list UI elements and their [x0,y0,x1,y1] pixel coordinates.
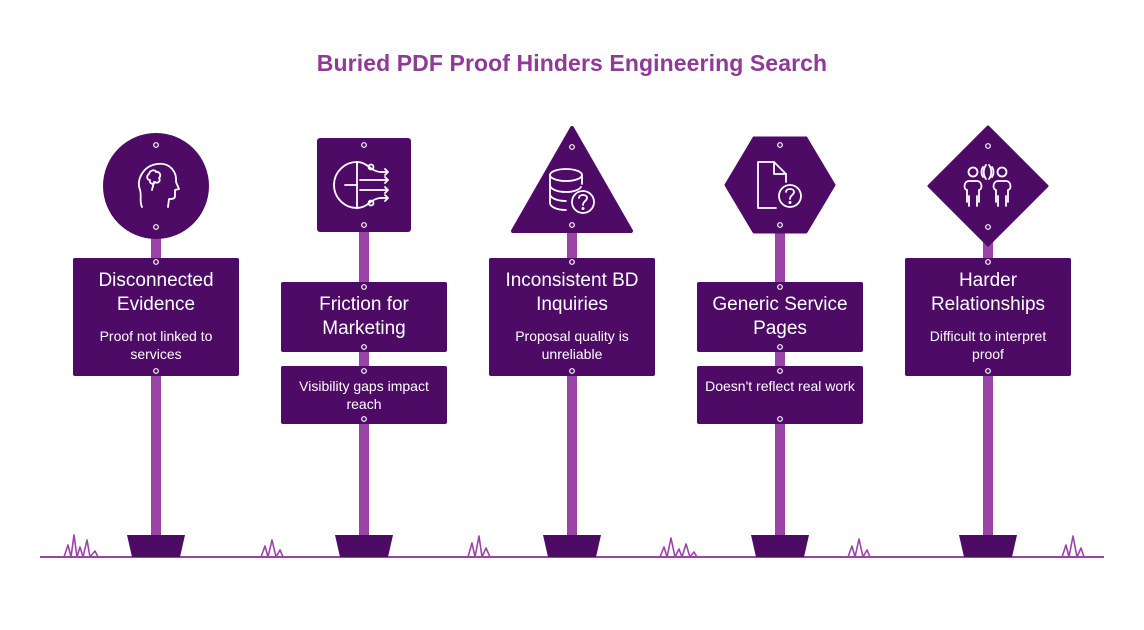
sign-panel-inconsistent-bd-inquiries: Inconsistent BD Inquiries Proposal quali… [489,258,655,376]
two-people-talking-icon [963,164,1012,207]
pole-base [127,535,185,557]
sign-description: Doesn't reflect real work [705,378,855,394]
grass-tuft [847,538,871,558]
grass-tufts [63,534,1085,558]
sign-description: Visibility gaps impact reach [299,378,429,412]
sign-subpanel-generic-service-pages: Doesn't reflect real work [697,366,863,424]
circle-sign [103,133,209,239]
pole [567,228,577,535]
sign-heading: Inconsistent BD Inquiries [505,270,639,315]
sign-heading: Generic Service Pages [712,294,848,339]
hexagon-sign [724,136,836,234]
page-title: Buried PDF Proof Hinders Engineering Sea… [316,50,828,76]
pole-base [543,535,601,557]
pole-base [335,535,393,557]
pole-base [751,535,809,557]
pole [151,235,161,535]
pole [983,238,993,535]
sign-subpanel-friction-for-marketing: Visibility gaps impact reach [281,366,447,424]
grass-tuft [63,534,99,558]
sign-panel-disconnected-evidence: Disconnected Evidence Proof not linked t… [73,258,239,376]
head-profile-icon [138,162,180,208]
diamond-sign [927,125,1049,247]
sign-panel-harder-relationships: Harder Relationships Difficult to interp… [905,258,1071,376]
sign-heading: Disconnected Evidence [98,270,214,315]
sign-panel-generic-service-pages: Generic Service Pages [697,282,863,352]
grass-tuft [1061,535,1085,558]
triangle-sign [511,126,633,233]
grass-tuft [467,535,491,558]
document-question-icon [757,161,802,209]
split-arrows-icon [333,161,389,209]
square-sign [317,138,411,232]
grass-tuft [659,537,698,558]
pole-base [959,535,1017,557]
sign-heading: Friction for Marketing [319,294,409,339]
grass-tuft [260,539,284,558]
pole-bases [127,535,1017,557]
sign-description: Difficult to interpret proof [929,328,1047,362]
database-question-icon [549,168,595,214]
sign-panel-friction-for-marketing: Friction for Marketing [281,282,447,352]
sign-heading: Harder Relationships [930,270,1046,315]
sign-description: Proposal quality is unreliable [515,328,629,362]
sign-description: Proof not linked to services [99,328,213,362]
